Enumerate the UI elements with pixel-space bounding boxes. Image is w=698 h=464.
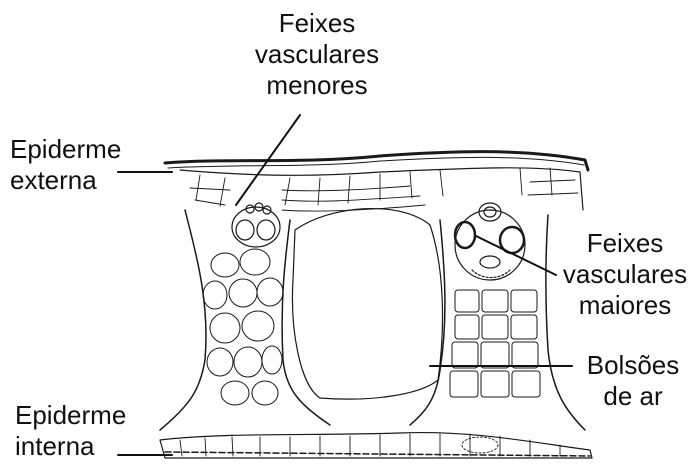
outer-epidermis <box>165 152 588 170</box>
left-pillar-outline <box>160 210 330 430</box>
label-inner-epidermis: Epiderme interna <box>15 400 126 462</box>
label-air-pockets: Bolsões de ar <box>578 350 688 412</box>
left-pillar-cells <box>203 249 283 405</box>
top-tissue-band <box>180 168 583 210</box>
right-pillar-cells <box>450 290 540 397</box>
label-outer-epidermis: Epiderme externa <box>10 134 121 196</box>
label-minor-vascular-bundles: Feixes vasculares menores <box>242 8 392 101</box>
air-pocket <box>292 209 442 400</box>
major-vascular-bundle <box>455 203 525 280</box>
label-major-vascular-bundles: Feixes vasculares maiores <box>555 228 695 321</box>
minor-vascular-bundle <box>232 203 280 247</box>
